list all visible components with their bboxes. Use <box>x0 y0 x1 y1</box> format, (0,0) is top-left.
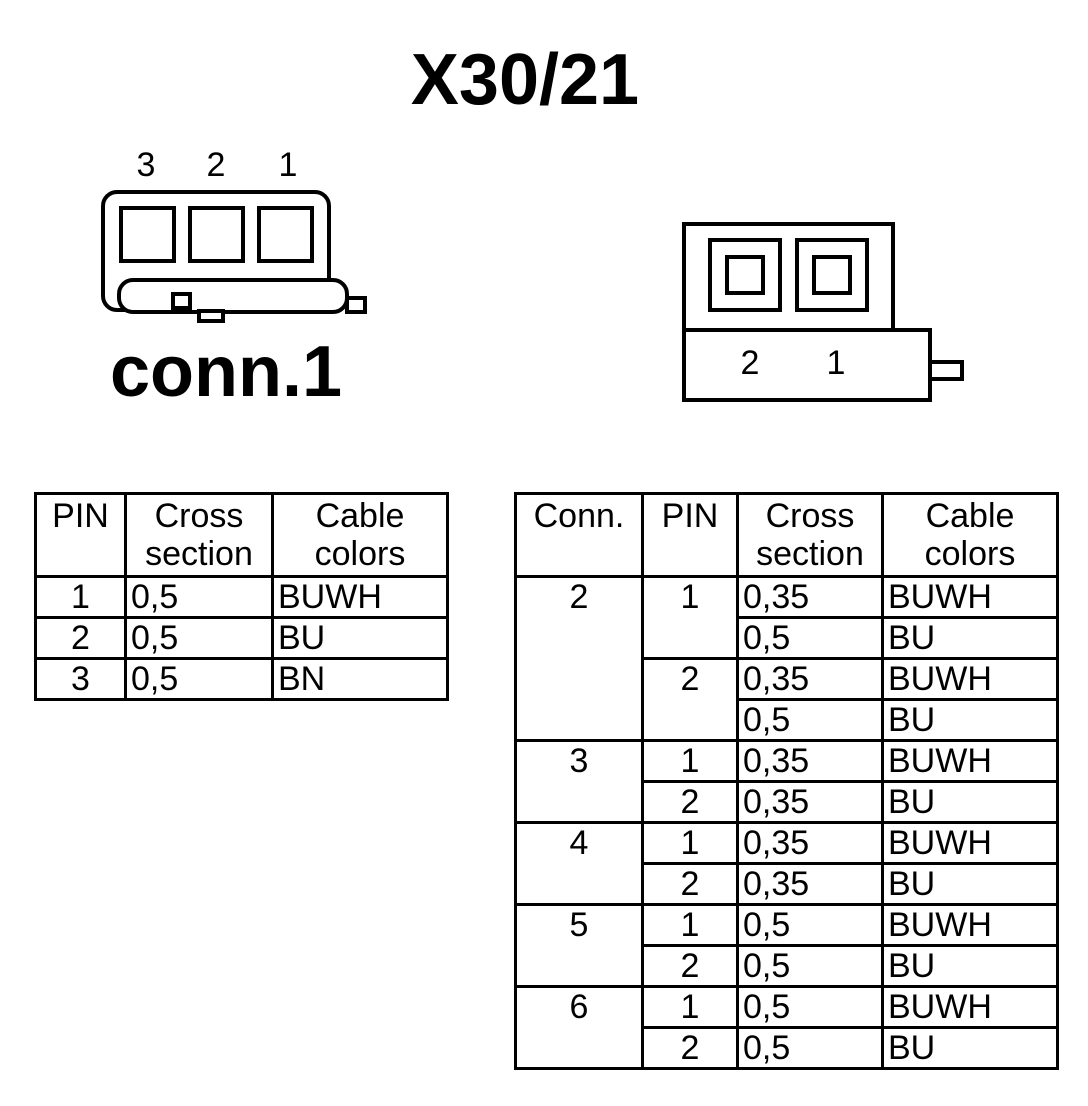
cross-section-cell: 0,5 <box>736 944 884 988</box>
cable-color-cell: BUWH <box>881 739 1059 783</box>
pin-header: PIN <box>641 492 739 578</box>
other-conn-pin-table: Conn. PIN Cross section Cable colors 2 1… <box>514 492 1059 1070</box>
cable-color-cell: BU <box>881 862 1059 906</box>
table-header-row: Conn. PIN Cross section Cable colors <box>514 492 1059 578</box>
pin-header: PIN <box>34 492 127 578</box>
cable-color-cell: BN <box>271 657 449 701</box>
cross-section-cell: 0,5 <box>736 698 884 742</box>
cross-section-cell: 0,35 <box>736 780 884 824</box>
pin-cell: 1 <box>641 985 739 1029</box>
conn1-cavity-3 <box>119 206 176 263</box>
table-row: 6 1 0,5 BUWH <box>514 985 1059 1070</box>
conn-cell: 6 <box>514 985 644 1070</box>
cable-color-cell: BUWH <box>881 903 1059 947</box>
cross-section-cell: 0,5 <box>124 575 274 619</box>
cross-section-cell: 0,5 <box>736 616 884 660</box>
cross-section-cell: 0,5 <box>736 1026 884 1070</box>
table-row: 3 0,5 BN <box>34 657 449 701</box>
pin-cell: 1 <box>34 575 127 619</box>
cable-color-cell: BU <box>271 616 449 660</box>
connector-drawings <box>101 190 964 402</box>
cross-section-cell: 0,35 <box>736 821 884 865</box>
table-row: 3 1 0,35 BUWH <box>514 739 1059 824</box>
table-row: 2 0,35 BU <box>516 780 1059 824</box>
cable-color-cell: BUWH <box>881 985 1059 1029</box>
connector-1-label: conn.1 <box>110 332 343 412</box>
pin-cell: 2 <box>641 657 739 742</box>
cross-section-cell: 0,35 <box>736 862 884 906</box>
pin-cell: 2 <box>641 780 739 824</box>
conn1-pin-2-number: 2 <box>206 146 226 184</box>
cross-section-cell: 0,35 <box>736 575 884 619</box>
table-row: 5 1 0,5 BUWH <box>514 903 1059 988</box>
pin-cell: 1 <box>641 575 739 660</box>
conn2-pin-2-number: 2 <box>740 344 760 382</box>
cable-color-cell: BUWH <box>271 575 449 619</box>
cable-color-cell: BU <box>881 616 1059 660</box>
cable-color-cell: BU <box>881 698 1059 742</box>
pin-cell: 1 <box>641 739 739 783</box>
conn2-cavity-1 <box>795 238 869 312</box>
conn1-pin-3-number: 3 <box>136 146 156 184</box>
conn1-cavity-2 <box>188 206 245 263</box>
table-row: 2 1 0,35 BUWH <box>514 575 1059 742</box>
table-row: 2 0,5 BU <box>516 1026 1059 1070</box>
cable-color-cell: BU <box>881 780 1059 824</box>
pin-cell: 2 <box>641 944 739 988</box>
cross-section-cell: 0,5 <box>736 985 884 1029</box>
conn-cell: 4 <box>514 821 644 906</box>
table-row: 2 0,35 BUWH <box>516 657 1059 742</box>
connector-1-drawing <box>101 190 367 323</box>
table-row: 0,5 BU <box>516 698 1059 742</box>
cross-section-cell: 0,5 <box>124 657 274 701</box>
cross-section-cell: 0,5 <box>124 616 274 660</box>
table-row: 2 0,5 BU <box>34 616 449 660</box>
table-row: 0,5 BU <box>516 616 1059 660</box>
cable-color-cell: BU <box>881 1026 1059 1070</box>
pin-cell: 2 <box>34 616 127 660</box>
table-row: 2 0,35 BU <box>516 862 1059 906</box>
conn-header: Conn. <box>514 492 644 578</box>
conn2-pin-1-number: 1 <box>826 344 846 382</box>
conn1-pin-table: PIN Cross section Cable colors 1 0,5 BUW… <box>34 492 449 701</box>
cable-color-cell: BUWH <box>881 821 1059 865</box>
pin-cell: 2 <box>641 1026 739 1070</box>
pin-cell: 1 <box>641 821 739 865</box>
cross-section-cell: 0,35 <box>736 657 884 701</box>
cross-section-header: Cross section <box>736 492 884 578</box>
conn1-cavity-1 <box>257 206 314 263</box>
table-row: 2 0,5 BU <box>516 944 1059 988</box>
conn1-pin-1-number: 1 <box>278 146 298 184</box>
pin-cell: 1 <box>641 903 739 947</box>
pin-cell: 2 <box>641 862 739 906</box>
conn2-cavity-2 <box>708 238 782 312</box>
pin-cell: 3 <box>34 657 127 701</box>
table-header-row: PIN Cross section Cable colors <box>34 492 449 578</box>
conn-cell: 3 <box>514 739 644 824</box>
table-row: 1 0,5 BUWH <box>34 575 449 619</box>
conn-cell: 5 <box>514 903 644 988</box>
cable-color-cell: BU <box>881 944 1059 988</box>
cable-color-cell: BUWH <box>881 657 1059 701</box>
connector-2-drawing <box>682 222 964 402</box>
conn-cell: 2 <box>514 575 644 742</box>
diagram-title: X30/21 <box>410 40 640 120</box>
cable-color-cell: BUWH <box>881 575 1059 619</box>
table-row: 4 1 0,35 BUWH <box>514 821 1059 906</box>
cross-section-cell: 0,5 <box>736 903 884 947</box>
cross-section-cell: 0,35 <box>736 739 884 783</box>
cable-colors-header: Cable colors <box>881 492 1059 578</box>
cable-colors-header: Cable colors <box>271 492 449 578</box>
cross-section-header: Cross section <box>124 492 274 578</box>
